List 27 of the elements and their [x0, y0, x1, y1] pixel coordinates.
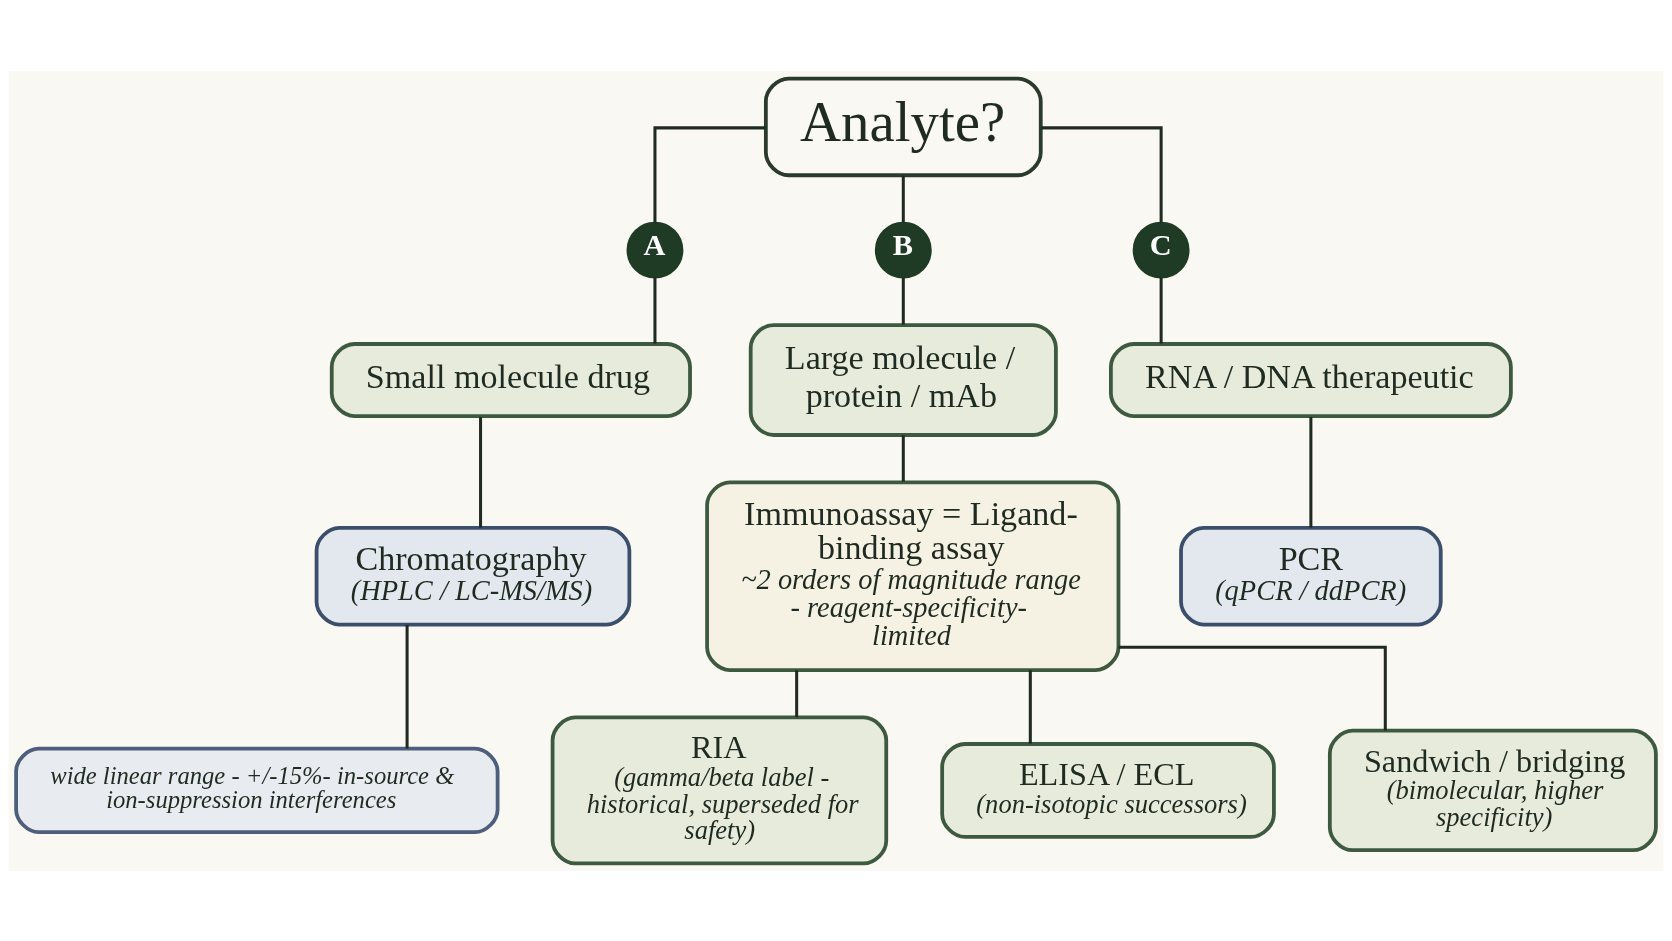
connector: [653, 125, 766, 222]
connector: [1028, 669, 1032, 744]
node-box: RNA / DNA therapeutic: [1109, 341, 1513, 418]
connector: [901, 175, 905, 222]
node-box: wide linear range - +/-15%- in-source & ion-suppression interferences: [14, 746, 500, 834]
connector: [901, 434, 905, 482]
connector: [479, 416, 483, 528]
node-circle: A: [626, 221, 684, 279]
connector: [1041, 125, 1163, 222]
connector: [901, 277, 905, 325]
node-box: Immunoassay = Ligand-binding assay ~2 orders of magnitude range - reagent-specificity-limited: [705, 479, 1121, 672]
node-box: Analyte?: [763, 76, 1043, 177]
node-box: ELISA / ECL (non-isotopic successors): [940, 741, 1276, 839]
connector: [1309, 416, 1313, 528]
connector: [1159, 277, 1163, 344]
node-circle: B: [874, 221, 932, 279]
node-box: RIA (gamma/beta label - historical, superseded for safety): [550, 715, 889, 865]
connector: [653, 277, 657, 344]
connector: [795, 669, 799, 717]
node-circle: C: [1132, 221, 1190, 279]
node-box: Chromatography (HPLC / LC-MS/MS): [314, 525, 632, 626]
node-box: PCR (qPCR / ddPCR): [1179, 525, 1443, 626]
connector: [405, 624, 409, 748]
connector: [1118, 645, 1387, 731]
node-box: Large molecule / protein / mAb: [748, 322, 1058, 437]
node-box: Sandwich / bridging (bimolecular, higher specificity): [1327, 728, 1658, 852]
node-box: Small molecule drug: [329, 341, 692, 418]
